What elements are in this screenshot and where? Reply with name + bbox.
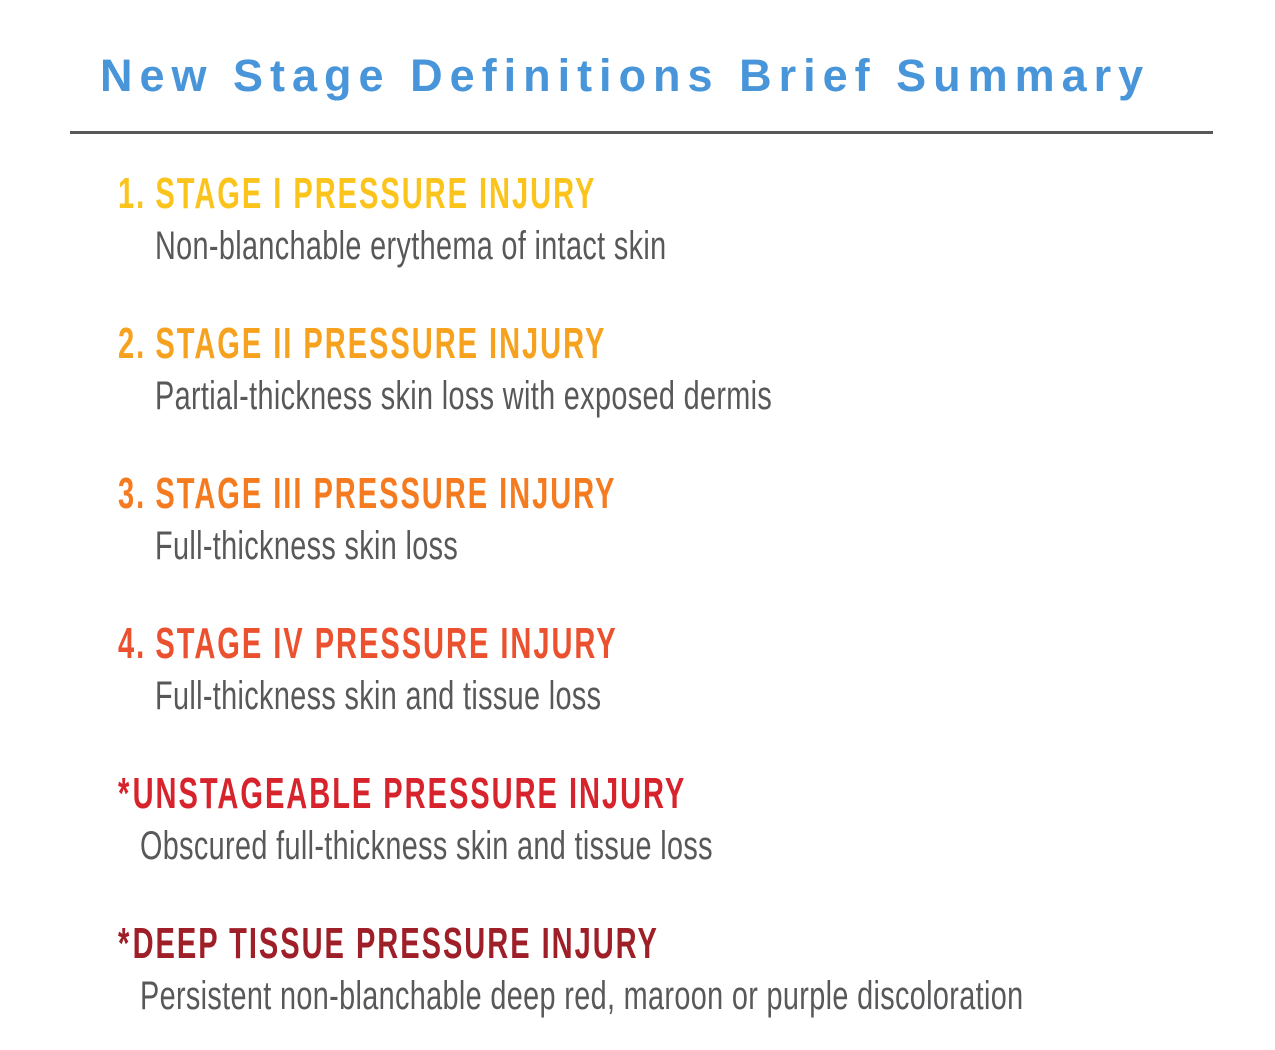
stage-heading-label: STAGE III PRESSURE INJURY (155, 469, 617, 518)
stage-description: Obscured full-thickness skin and tissue … (140, 824, 713, 868)
stage-prefix: * (118, 919, 132, 968)
title-divider-rule (70, 131, 1213, 134)
stage-item: *DEEP TISSUE PRESSURE INJURY Persistent … (118, 922, 1275, 1018)
stage-heading-label: STAGE II PRESSURE INJURY (155, 319, 607, 368)
stage-description: Persistent non-blanchable deep red, maro… (140, 974, 1024, 1018)
stage-heading: 4.STAGE IV PRESSURE INJURY (118, 622, 882, 666)
stage-heading: *UNSTAGEABLE PRESSURE INJURY (118, 772, 882, 816)
stage-list: 1.STAGE I PRESSURE INJURY Non-blanchable… (0, 172, 1275, 1018)
stage-heading: 3.STAGE III PRESSURE INJURY (118, 472, 882, 516)
stage-description: Non-blanchable erythema of intact skin (155, 224, 667, 268)
stage-description: Partial-thickness skin loss with exposed… (155, 374, 773, 418)
stage-prefix: 1. (118, 169, 147, 218)
stage-prefix: * (118, 769, 132, 818)
stage-item: 1.STAGE I PRESSURE INJURY Non-blanchable… (118, 172, 1275, 268)
stage-heading-label: UNSTAGEABLE PRESSURE INJURY (132, 769, 687, 818)
stage-item: *UNSTAGEABLE PRESSURE INJURY Obscured fu… (118, 772, 1275, 868)
stage-prefix: 4. (118, 619, 147, 668)
stage-heading: *DEEP TISSUE PRESSURE INJURY (118, 922, 882, 966)
stage-item: 2.STAGE II PRESSURE INJURY Partial-thick… (118, 322, 1275, 418)
stage-item: 3.STAGE III PRESSURE INJURY Full-thickne… (118, 472, 1275, 568)
stage-description: Full-thickness skin loss (155, 524, 459, 568)
stage-heading-label: DEEP TISSUE PRESSURE INJURY (132, 919, 659, 968)
stage-prefix: 2. (118, 319, 147, 368)
stage-heading: 2.STAGE II PRESSURE INJURY (118, 322, 882, 366)
stage-prefix: 3. (118, 469, 147, 518)
stage-heading-label: STAGE IV PRESSURE INJURY (155, 619, 618, 668)
stage-item: 4.STAGE IV PRESSURE INJURY Full-thicknes… (118, 622, 1275, 718)
stage-description: Full-thickness skin and tissue loss (155, 674, 602, 718)
stage-heading: 1.STAGE I PRESSURE INJURY (118, 172, 882, 216)
stage-heading-label: STAGE I PRESSURE INJURY (155, 169, 597, 218)
page-title: New Stage Definitions Brief Summary (100, 50, 1151, 101)
